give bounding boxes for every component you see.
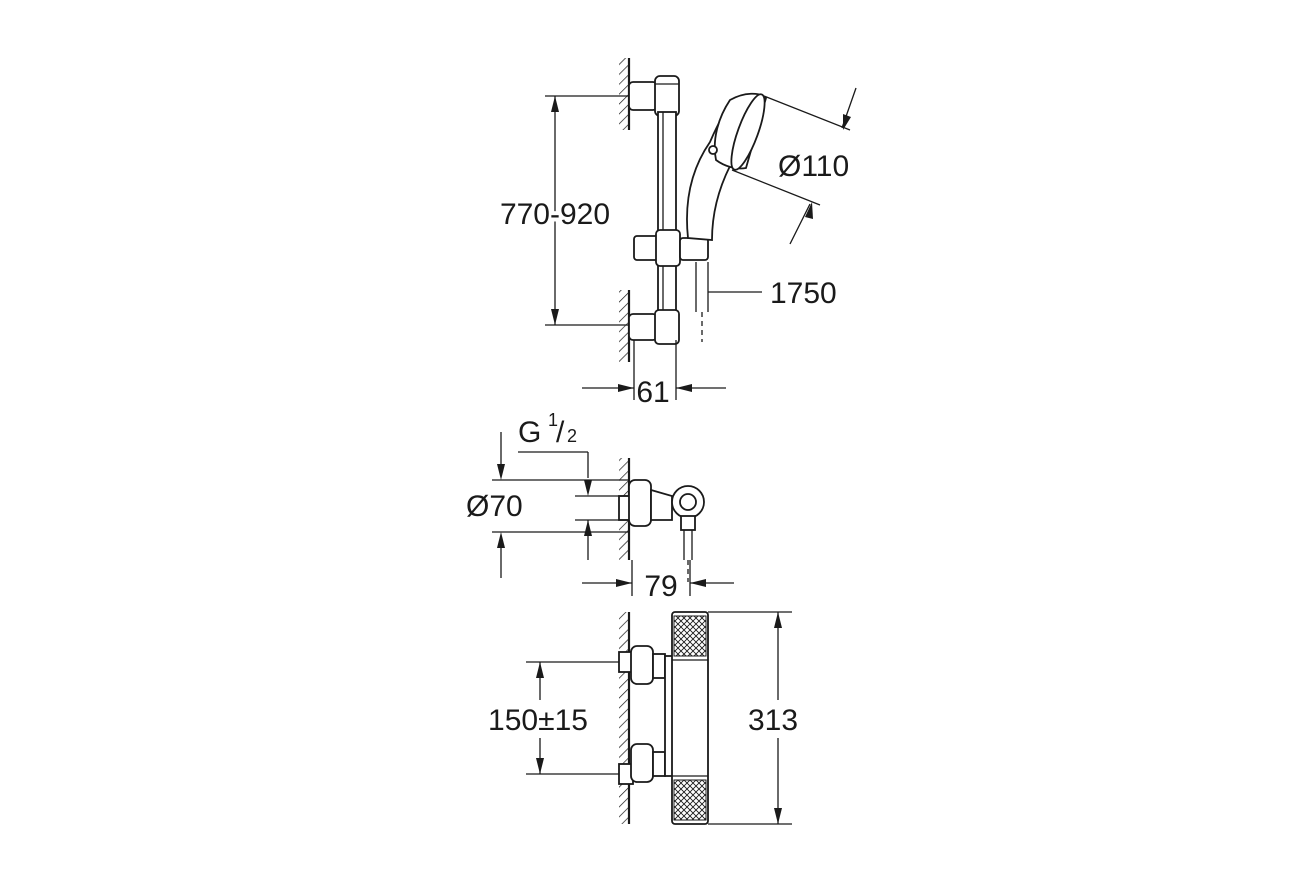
- wall-top-lower: [619, 290, 631, 362]
- body-height-dimension: [708, 611, 792, 825]
- thermostat-view: 150±15 313: [488, 611, 798, 825]
- rail-range-dimension: [545, 95, 629, 326]
- outlet-diameter-label: Ø70: [466, 490, 523, 523]
- rail-upper-bracket: [628, 75, 680, 117]
- thermostat-body: [664, 611, 709, 825]
- rail-depth-label: 61: [636, 376, 669, 409]
- upper-inlet-connection: [618, 645, 666, 685]
- outlet-depth-dimension: [582, 560, 734, 596]
- outlet-diameter-dimension: [492, 432, 629, 578]
- thread-sub: 2: [567, 426, 577, 446]
- wall-top-upper: [619, 58, 631, 130]
- hose-length-label: 1750: [770, 277, 837, 310]
- thread-slash: /: [556, 416, 565, 449]
- thread-label: G: [518, 416, 541, 449]
- inlet-spacing-label: 150±15: [488, 704, 588, 737]
- rail-range-label: 770-920: [500, 198, 610, 231]
- thread-sup: 1: [548, 410, 558, 430]
- shower-rail-view: 770-920 Ø110 1750 61: [496, 58, 857, 409]
- hand-shower: [686, 92, 768, 241]
- head-diameter-dimension: [731, 87, 857, 245]
- rail-depth-dimension: [582, 340, 726, 400]
- wall-bottom: [619, 612, 631, 824]
- head-diameter-label: Ø110: [778, 150, 849, 183]
- body-height-label: 313: [748, 704, 798, 737]
- shower-hose: [695, 262, 709, 342]
- thread-main: G: [518, 416, 541, 449]
- rail-lower-bracket: [628, 309, 680, 345]
- slide-rail: [657, 111, 677, 321]
- thread-dimension: [518, 451, 629, 560]
- wall-connector: [618, 479, 705, 582]
- outlet-depth-label: 79: [644, 570, 677, 603]
- inlet-spacing-dimension: [526, 661, 619, 775]
- mixer-side-view: G 1 / 2 Ø70 79: [466, 410, 734, 603]
